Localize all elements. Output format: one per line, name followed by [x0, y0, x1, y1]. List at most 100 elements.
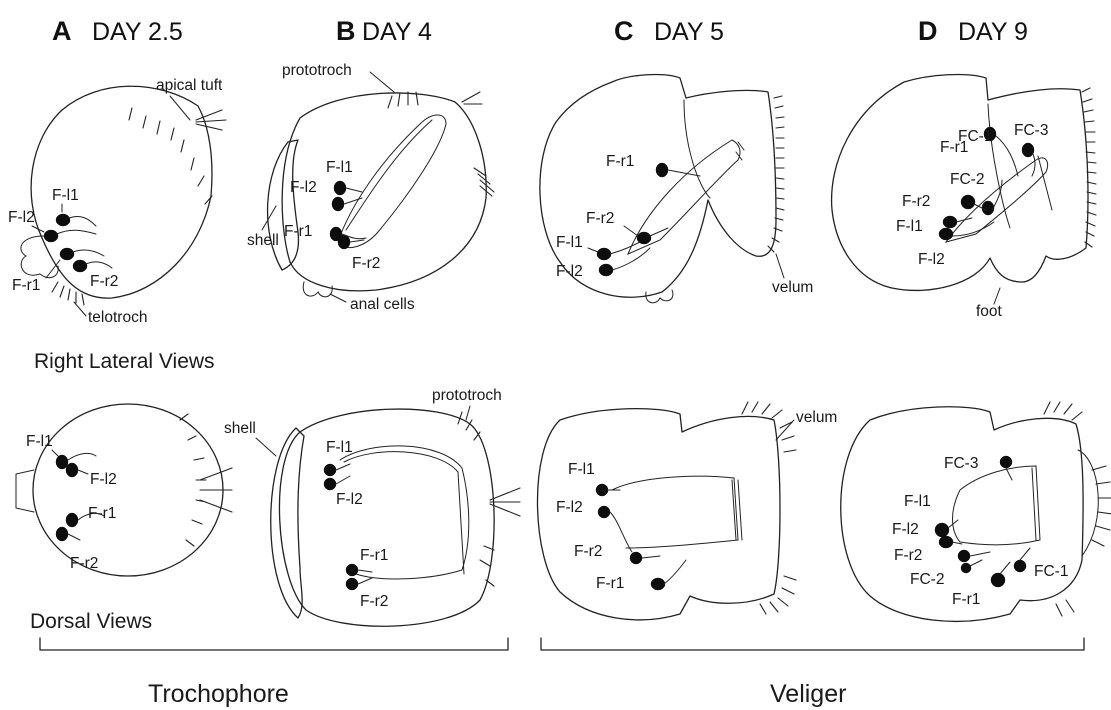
label-dd-fc3: FC-3 [944, 455, 978, 472]
label-ad-fr1: F-r1 [88, 505, 116, 522]
panel-day-c: DAY 5 [654, 18, 724, 46]
label-cd-fr2: F-r2 [574, 543, 602, 560]
label-cd-fl1: F-l1 [568, 461, 595, 478]
label-dorsal-views: Dorsal Views [30, 610, 152, 633]
larva-d-dorsal-body [841, 407, 1083, 622]
label-d-fl1: F-l1 [896, 218, 923, 235]
dorsal-labels: F-l1 F-l2 F-r1 F-r2 shell prototroch F-l… [26, 387, 1068, 610]
label-c-fl1: F-l1 [556, 234, 583, 251]
larva-a-apical-tuft [196, 110, 226, 130]
neuron-dd-fl1 [935, 523, 949, 537]
larva-b-dorsal-shell [271, 428, 304, 618]
larva-b-dorsal-neurons [324, 464, 372, 590]
label-a-fr2: F-r2 [90, 273, 118, 290]
label-a-fl2: F-l2 [8, 209, 35, 226]
neuron-ad-fl2 [66, 463, 78, 477]
larva-b-apical-tuft [462, 92, 482, 104]
neuron-dd-fc3 [1000, 456, 1012, 468]
neuron-bd-fr1 [346, 564, 358, 576]
label-foot: foot [976, 303, 1003, 320]
label-trochophore: Trochophore [148, 680, 289, 708]
larva-d-dorsal-shell-edge [1078, 450, 1098, 556]
neuron-a-fl2 [44, 230, 58, 242]
larva-a-prototroch-cilia [129, 108, 212, 204]
larva-a-dorsal-neurons [56, 453, 104, 541]
larva-d-velum-cilia [1082, 88, 1096, 247]
label-a-fl1: F-l1 [52, 187, 79, 204]
label-cd-velum: velum [796, 409, 837, 426]
larva-a-telotroch-cilia [52, 282, 84, 305]
panel-letter-a: A [52, 16, 72, 46]
larva-b-shell [268, 140, 299, 270]
larva-b-gut [340, 115, 446, 248]
label-b-fl1: F-l1 [326, 159, 353, 176]
larva-b-prototroch-cilia [388, 92, 418, 108]
label-b-fr1: F-r1 [284, 223, 312, 240]
bracket-trochophore [40, 638, 508, 650]
neuron-d-fc3 [1022, 143, 1034, 157]
panel-day-d: DAY 9 [958, 18, 1028, 46]
neuron-dd-fc2 [961, 563, 971, 573]
panel-heading-b: B DAY 4 [336, 16, 432, 46]
panel-day-a: DAY 2.5 [92, 18, 183, 46]
panel-letter-b: B [336, 16, 356, 46]
neuron-bd-fl2 [324, 478, 336, 490]
label-dd-fr1: F-r1 [952, 591, 980, 608]
label-dd-fc1: FC-1 [1034, 563, 1068, 580]
label-cd-fr1: F-r1 [596, 575, 624, 592]
label-c-fl2: F-l2 [556, 263, 583, 280]
label-bd-fl1: F-l1 [326, 439, 353, 456]
label-cd-fl2: F-l2 [556, 499, 583, 516]
larva-d-dorsal-gut [953, 466, 1041, 545]
larva-d-dorsal-neurons [935, 456, 1030, 587]
larva-b-neurons [330, 181, 366, 249]
neuron-d-fl2 [939, 228, 953, 240]
neuron-c-fl1 [597, 248, 611, 260]
neuron-dd-fl2 [939, 536, 953, 548]
label-d-fc2: FC-2 [950, 171, 984, 188]
label-telotroch: telotroch [88, 309, 147, 326]
panel-letter-c: C [614, 16, 634, 46]
panel-heading-c: C DAY 5 [614, 16, 724, 46]
neuron-b-fl1 [334, 181, 346, 195]
label-d-fr2: F-r2 [902, 193, 930, 210]
label-dd-fr2: F-r2 [894, 547, 922, 564]
label-d-fl2: F-l2 [918, 251, 945, 268]
larva-a-dorsal-anal-cells [16, 470, 34, 512]
label-dd-fc2: FC-2 [910, 571, 944, 588]
neuron-a-fr1 [60, 248, 74, 260]
panel-heading-d: D DAY 9 [918, 16, 1028, 46]
neuron-b-fl2 [332, 197, 344, 211]
neuron-a-fl1 [56, 214, 70, 226]
label-b-shell: shell [247, 232, 279, 249]
label-b-fr2: F-r2 [352, 255, 380, 272]
label-dd-fl2: F-l2 [892, 521, 919, 538]
label-ad-fl2: F-l2 [90, 471, 117, 488]
neuron-dd-fc1 [1014, 560, 1026, 572]
larva-b-right-cilia [474, 168, 494, 196]
label-a-fr1: F-r1 [12, 277, 40, 294]
neuron-ad-fr2 [56, 527, 68, 541]
label-d-fr1: F-r1 [940, 139, 968, 156]
larva-c-dorsal-gut [612, 476, 742, 548]
larva-a-dorsal [16, 404, 232, 576]
panel-heading-a: A DAY 2.5 [52, 16, 183, 46]
neuron-ad-fl1 [56, 455, 68, 469]
panel-letter-d: D [918, 16, 938, 46]
neuron-c-fr1 [656, 163, 668, 177]
neuron-dd-fr1 [991, 573, 1005, 587]
label-c-fr1: F-r1 [606, 153, 634, 170]
label-anal-cells: anal cells [350, 296, 415, 313]
neuron-cd-fl1 [596, 484, 608, 496]
neuron-d-fl1 [943, 216, 957, 228]
label-bd-fr1: F-r1 [360, 547, 388, 564]
label-b-prototroch: prototroch [282, 62, 352, 79]
larva-c-anal-cells [646, 290, 673, 303]
neuron-dd-fr2 [958, 550, 970, 562]
neuron-b-fr2 [338, 235, 350, 249]
neuron-d-fc2 [982, 201, 994, 215]
label-bd-prototroch: prototroch [432, 387, 502, 404]
lateral-labels: apical tuft F-l1 F-l2 F-r1 F-r2 telotroc… [8, 62, 1048, 326]
larva-d-dorsal [841, 402, 1111, 621]
